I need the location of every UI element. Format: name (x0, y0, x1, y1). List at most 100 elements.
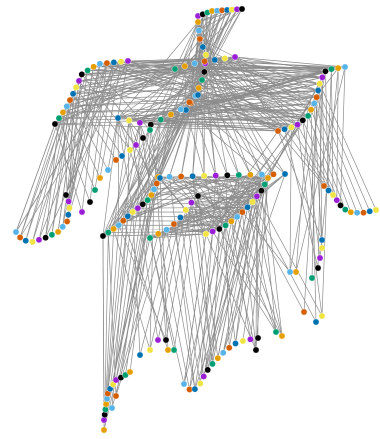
graph-node (186, 99, 192, 105)
graph-node (151, 186, 157, 192)
graph-node (73, 84, 79, 90)
edge-layer (16, 9, 376, 430)
graph-node (137, 120, 143, 126)
graph-node (210, 228, 216, 234)
graph-node (163, 337, 169, 343)
graph-node (234, 214, 240, 220)
graph-node (253, 347, 259, 353)
graph-node (265, 175, 271, 181)
graph-node (342, 207, 348, 213)
graph-node (133, 142, 139, 148)
graph-node (236, 172, 242, 178)
graph-node (335, 65, 341, 71)
graph-node (101, 427, 107, 433)
graph-node (105, 167, 111, 173)
graph-node (91, 64, 97, 70)
graph-node (172, 66, 178, 72)
graph-node (29, 239, 35, 245)
graph-node (171, 347, 177, 353)
graph-node (205, 367, 211, 373)
graph-node (171, 221, 177, 227)
graph-node (158, 117, 164, 123)
graph-node (70, 91, 76, 97)
graph-node (196, 85, 202, 91)
graph-node (212, 57, 218, 63)
graph-node (197, 380, 203, 386)
graph-node (311, 101, 317, 107)
graph-node (313, 319, 319, 325)
graph-node (23, 238, 29, 244)
graph-node (319, 74, 325, 80)
graph-node (319, 245, 325, 251)
graph-node (109, 405, 115, 411)
graph-node (282, 171, 288, 177)
graph-node (79, 71, 85, 77)
graph-node (223, 222, 229, 228)
graph-node (113, 393, 119, 399)
graph-edge (341, 67, 346, 205)
graph-node (319, 237, 325, 243)
graph-node (273, 329, 279, 335)
graph-node (64, 103, 70, 109)
graph-node (147, 347, 153, 353)
graph-node (373, 207, 379, 213)
graph-node (249, 199, 255, 205)
graph-node (222, 55, 228, 61)
graph-node (342, 64, 348, 70)
graph-node (148, 122, 154, 128)
graph-node (203, 231, 209, 237)
graph-node (140, 201, 146, 207)
graph-node (168, 112, 174, 118)
graph-node (97, 61, 103, 67)
graph-node (49, 232, 55, 238)
graph-node (203, 52, 209, 58)
graph-node (215, 355, 221, 361)
graph-node (192, 386, 198, 392)
graph-node (111, 226, 117, 232)
graph-node (360, 210, 366, 216)
graph-edge (184, 234, 206, 384)
graph-node (309, 275, 315, 281)
graph-node (262, 181, 268, 187)
graph-node (130, 209, 136, 215)
graph-node (181, 381, 187, 387)
graph-node (67, 97, 73, 103)
graph-node (147, 127, 153, 133)
graph-node (245, 204, 251, 210)
graph-node (13, 229, 19, 235)
graph-node (105, 229, 111, 235)
graph-edge (290, 127, 291, 272)
graph-node (190, 173, 196, 179)
graph-node (367, 208, 373, 214)
graph-node (317, 255, 323, 261)
graph-node (317, 81, 323, 87)
graph-node (148, 192, 154, 198)
graph-node (328, 66, 334, 72)
graph-node (60, 109, 66, 115)
graph-node (55, 229, 61, 235)
graph-node (224, 172, 230, 178)
graph-node (195, 19, 201, 25)
graph-node (305, 113, 311, 119)
graph-node (197, 36, 203, 42)
graph-node (259, 171, 265, 177)
graph-node (104, 60, 110, 66)
graph-node (17, 234, 23, 240)
graph-node (275, 128, 281, 134)
graph-node (182, 63, 188, 69)
graph-node (330, 192, 336, 198)
graph-edge (167, 230, 195, 389)
graph-node (155, 231, 161, 237)
graph-node (183, 207, 189, 213)
graph-node (255, 335, 261, 341)
graph-node (66, 205, 72, 211)
graph-node (100, 233, 106, 239)
graph-node (76, 78, 82, 84)
graph-node (192, 60, 198, 66)
graph-node (232, 340, 238, 346)
graph-node (315, 265, 321, 271)
graph-node (125, 213, 131, 219)
graph-node (113, 157, 119, 163)
graph-node (239, 6, 245, 12)
